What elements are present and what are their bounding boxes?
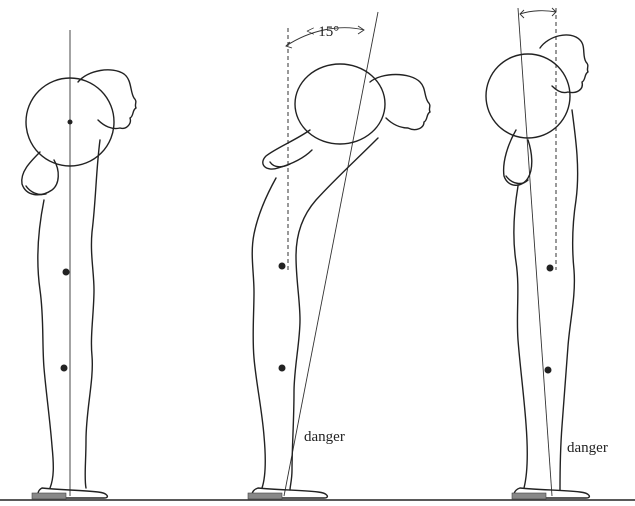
hip-joint-upright [63,269,70,276]
front-backward [514,186,527,488]
front-forward [252,178,276,488]
foot-pad-backward [512,493,546,499]
knee-joint-forward [279,365,286,372]
barbell-plate-forward [295,64,385,144]
back-backward [560,110,578,490]
angle-arrow-backward-left [520,10,524,18]
foot-pad-forward [248,493,282,499]
plumb-line-forward [284,12,378,496]
back-upright [85,140,100,488]
angle-arc-backward [520,11,556,14]
front-upright [38,200,53,488]
hip-joint-backward [547,265,554,272]
hip-joint-forward [279,263,286,270]
foot-pad-upright [32,493,66,499]
figure-backward-lean: danger [486,8,608,499]
danger-label-backward: danger [567,440,608,456]
barbell-center-upright [68,120,73,125]
knee-joint-upright [61,365,68,372]
head-backward [540,35,588,93]
figure-upright [22,30,136,499]
angle-label: < 15° [306,24,339,40]
knee-joint-backward [545,367,552,374]
hand-backward [506,176,528,183]
figure-forward-lean: < 15° danger [248,12,430,499]
danger-label-forward: danger [304,429,345,445]
plumb-line-backward [518,8,552,496]
barbell-plate-backward [486,54,570,138]
